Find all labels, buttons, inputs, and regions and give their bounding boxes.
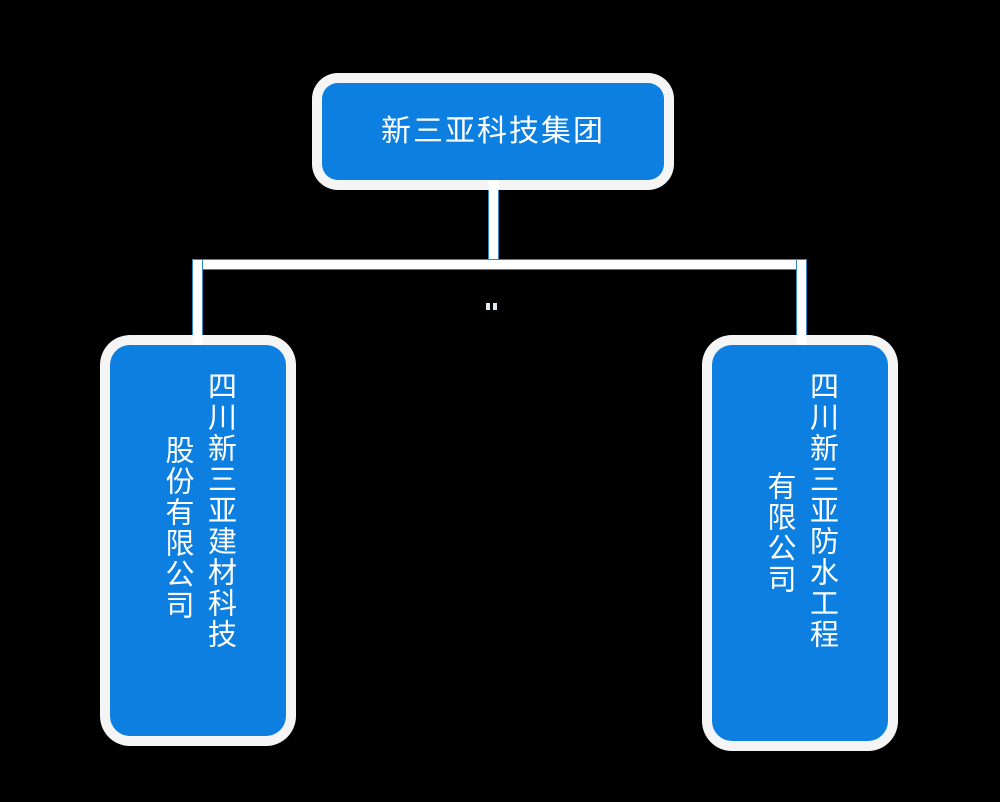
org-node-child-right-column-1: 四川新三亚防水工程 bbox=[805, 371, 838, 650]
org-node-child-right-text: 四川新三亚防水工程 有限公司 bbox=[712, 345, 888, 741]
org-node-child-left-text: 四川新三亚建材科技 股份有限公司 bbox=[110, 345, 286, 736]
org-node-child-right[interactable]: 四川新三亚防水工程 有限公司 bbox=[712, 345, 888, 741]
connector-root-stem bbox=[488, 178, 499, 268]
render-artifact-dot bbox=[486, 303, 490, 310]
org-node-root[interactable]: 新三亚科技集团 bbox=[322, 83, 664, 180]
org-node-child-left-column-2: 股份有限公司 bbox=[161, 435, 193, 621]
org-node-child-right-column-2: 有限公司 bbox=[763, 471, 795, 595]
org-node-child-left[interactable]: 四川新三亚建材科技 股份有限公司 bbox=[110, 345, 286, 736]
render-artifact-dot bbox=[493, 303, 497, 310]
connector-drop-right bbox=[796, 259, 807, 355]
org-node-root-label: 新三亚科技集团 bbox=[381, 114, 605, 148]
org-node-child-left-column-1: 四川新三亚建材科技 bbox=[203, 371, 236, 650]
connector-drop-left bbox=[192, 259, 203, 355]
connector-horizontal-bus bbox=[192, 259, 807, 270]
